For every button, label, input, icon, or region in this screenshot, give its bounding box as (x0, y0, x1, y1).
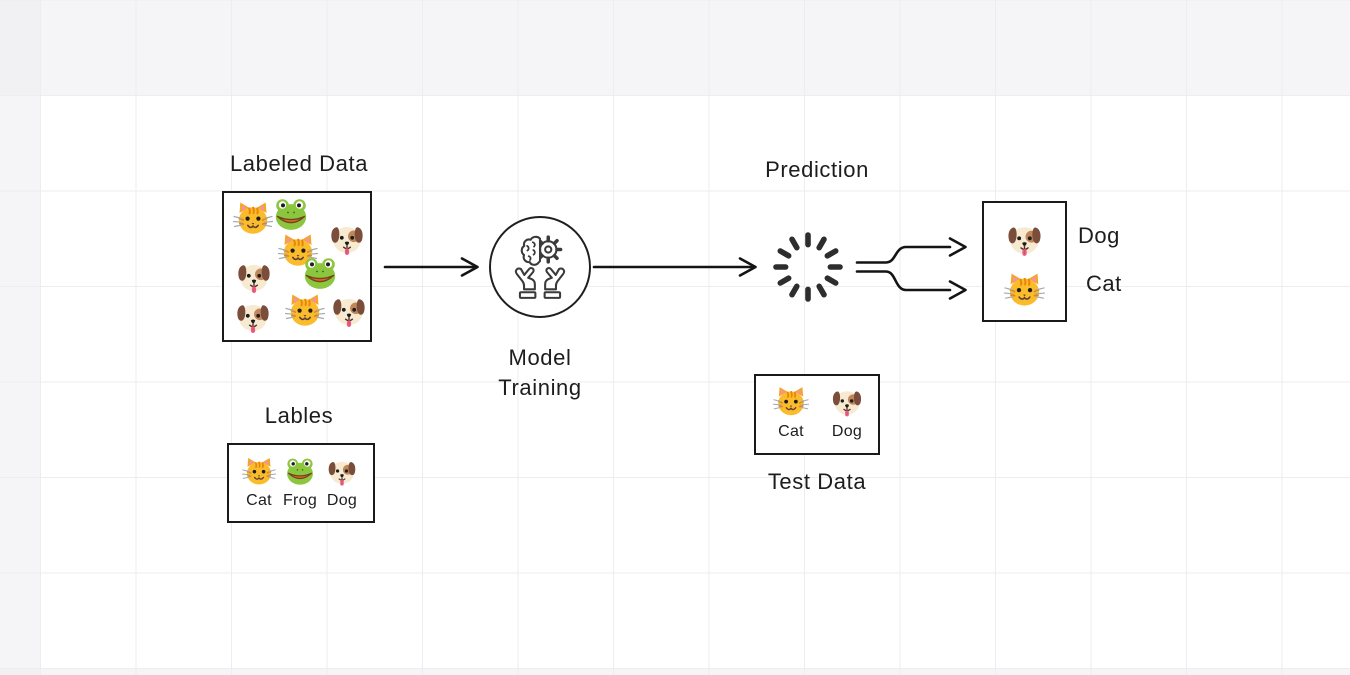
model-training-label-line2: Training (498, 375, 582, 400)
dog-emoji (1004, 219, 1045, 260)
cat-emoji (773, 384, 809, 420)
dog-emoji (233, 297, 273, 337)
model-training-node[interactable] (489, 216, 591, 318)
canvas-edge-bottom (0, 668, 1350, 675)
cat-emoji (233, 199, 273, 239)
cat-emoji (242, 455, 276, 489)
dog-emoji (325, 455, 359, 489)
dog-emoji (329, 291, 369, 331)
dog-emoji (829, 384, 865, 420)
cat-emoji (1004, 270, 1045, 311)
labels-title[interactable]: Lables (264, 403, 334, 428)
dog-emoji (327, 219, 367, 259)
cat-label: Cat (778, 423, 804, 440)
arrow-model-to-prediction[interactable] (592, 257, 757, 277)
prediction-output-box[interactable] (982, 201, 1067, 322)
frog-emoji (283, 455, 317, 489)
output-dog-label[interactable]: Dog (1078, 223, 1120, 248)
output-cat-label[interactable]: Cat (1086, 271, 1122, 296)
model-training-label[interactable]: Model Training (498, 343, 581, 403)
arrow-labeled-to-model[interactable] (383, 257, 479, 277)
brain-gear-in-hands-icon (514, 235, 566, 299)
dog-label: Dog (326, 492, 358, 509)
cat-emoji (285, 291, 325, 331)
canvas-edge-top (0, 0, 1350, 95)
labeled-data-title[interactable]: Labeled Data (229, 151, 369, 176)
dog-label: Dog (831, 423, 863, 440)
label-item-cat: Cat (239, 455, 279, 510)
label-item-frog: Frog (279, 455, 321, 510)
test-data-box[interactable]: Cat Dog (754, 374, 880, 455)
test-item-cat: Cat (769, 384, 813, 441)
loading-spinner-icon[interactable] (768, 227, 848, 307)
test-item-dog: Dog (825, 384, 869, 441)
test-data-title[interactable]: Test Data (767, 469, 867, 494)
fork-arrow-to-dog[interactable] (855, 237, 967, 264)
fork-arrow-to-cat[interactable] (855, 270, 967, 300)
label-item-dog: Dog (322, 455, 362, 510)
prediction-title[interactable]: Prediction (765, 157, 869, 182)
model-training-label-line1: Model (508, 345, 572, 370)
frog-label: Frog (282, 492, 318, 509)
frog-emoji (300, 254, 340, 294)
cat-label: Cat (246, 492, 272, 509)
labels-box[interactable]: Cat Frog Dog (227, 443, 375, 523)
canvas-edge-left (0, 0, 40, 675)
frog-emoji (271, 195, 311, 235)
dog-emoji (234, 257, 274, 297)
labeled-data-box[interactable] (222, 191, 372, 342)
